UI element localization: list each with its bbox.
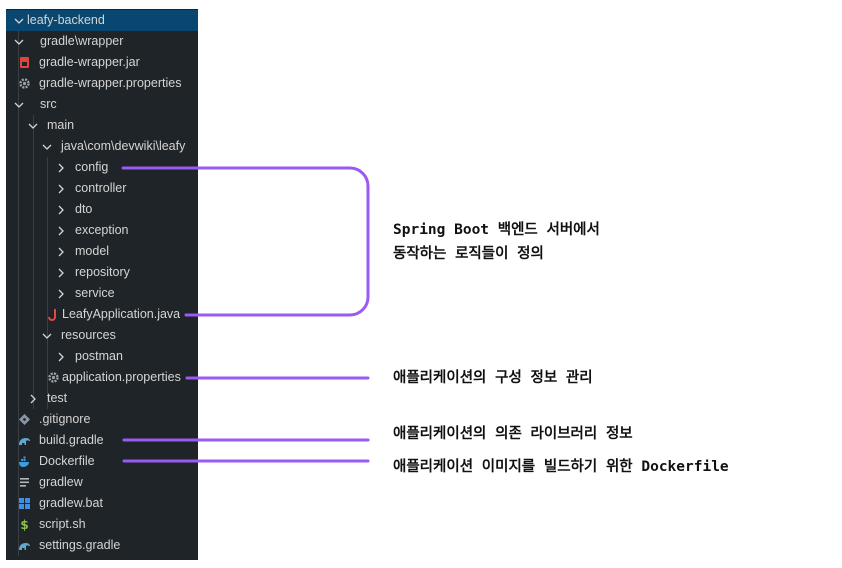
- folder-item-gradle-wrapper[interactable]: gradle\wrapper: [6, 31, 198, 52]
- windows-icon: [18, 497, 31, 510]
- chevron-right-icon[interactable]: [55, 283, 67, 304]
- java-file-icon: [47, 308, 60, 321]
- tree-item-label: test: [47, 391, 68, 405]
- tree-item-label: service: [75, 286, 115, 300]
- chevron-down-icon[interactable]: [13, 31, 25, 52]
- chevron-down-icon[interactable]: [13, 10, 25, 31]
- tree-item-label: gradlew.bat: [39, 496, 103, 510]
- tree-item-label: .gitignore: [39, 412, 91, 426]
- tree-item-label: model: [75, 244, 110, 258]
- folder-item-config[interactable]: config: [6, 157, 198, 178]
- chevron-down-icon[interactable]: [41, 136, 53, 157]
- chevron-down-icon[interactable]: [41, 325, 53, 346]
- file-item-leafyapplication-java[interactable]: LeafyApplication.java: [6, 304, 198, 325]
- file-item-settings-gradle[interactable]: settings.gradle: [6, 535, 198, 556]
- tree-item-label: settings.gradle: [39, 538, 121, 552]
- tree-item-label: java\com\devwiki\leafy: [61, 139, 186, 153]
- jar-file-icon: [18, 56, 31, 69]
- gear-icon: [47, 371, 60, 384]
- indent-guide: [47, 157, 48, 409]
- tree-item-label: build.gradle: [39, 433, 104, 447]
- folder-item-src[interactable]: src: [6, 94, 198, 115]
- tree-item-label: repository: [75, 265, 130, 279]
- indent-guide: [18, 31, 19, 556]
- tree-item-label: gradle-wrapper.properties: [39, 76, 182, 90]
- file-item-gradlew-bat[interactable]: gradlew.bat: [6, 493, 198, 514]
- explorer-root-folder[interactable]: leafy-backend: [6, 10, 198, 31]
- tree-item-label: resources: [61, 328, 116, 342]
- logic-annotation-line1: Spring Boot 백엔드 서버에서: [393, 222, 600, 238]
- tree-item-label: config: [75, 160, 109, 174]
- tree-item-label: gradle-wrapper.jar: [39, 55, 140, 69]
- tree-item-label: application.properties: [62, 370, 181, 384]
- file-item-gradlew[interactable]: gradlew: [6, 472, 198, 493]
- explorer-root-label: leafy-backend: [27, 13, 105, 27]
- docker-annotation: 애플리케이션 이미지를 빌드하기 위한 Dockerfile: [393, 459, 729, 475]
- chevron-right-icon[interactable]: [55, 199, 67, 220]
- tree-item-label: controller: [75, 181, 127, 195]
- chevron-right-icon[interactable]: [55, 241, 67, 262]
- folder-item-model[interactable]: model: [6, 241, 198, 262]
- tree-item-label: dto: [75, 202, 93, 216]
- file-item-gitignore[interactable]: .gitignore: [6, 409, 198, 430]
- folder-item-service[interactable]: service: [6, 283, 198, 304]
- gear-icon: [18, 77, 31, 90]
- folder-item-resources[interactable]: resources: [6, 325, 198, 346]
- chevron-right-icon[interactable]: [55, 262, 67, 283]
- tree-item-label: src: [40, 97, 57, 111]
- gradle-annotation: 애플리케이션의 의존 라이브러리 정보: [393, 426, 633, 442]
- dollar-icon: $: [18, 518, 31, 531]
- text-file-icon: [18, 476, 31, 489]
- file-item-application-properties[interactable]: application.properties: [6, 367, 198, 388]
- tree-item-label: main: [47, 118, 75, 132]
- logic-annotation: Spring Boot 백엔드 서버에서 동작하는 로직들이 정의: [393, 218, 600, 266]
- properties-annotation: 애플리케이션의 구성 정보 관리: [393, 370, 593, 386]
- tree-item-label: exception: [75, 223, 129, 237]
- logic-bracket-line: [121, 166, 370, 317]
- file-item-gradle-wrapper-properties[interactable]: gradle-wrapper.properties: [6, 73, 198, 94]
- folder-item-exception[interactable]: exception: [6, 220, 198, 241]
- tree-item-label: Dockerfile: [39, 454, 95, 468]
- tree-item-label: postman: [75, 349, 123, 363]
- logic-annotation-line2: 동작하는 로직들이 정의: [393, 246, 544, 262]
- tree-item-label: LeafyApplication.java: [62, 307, 181, 321]
- indent-guide: [33, 115, 34, 409]
- folder-item-controller[interactable]: controller: [6, 178, 198, 199]
- chevron-down-icon[interactable]: [27, 115, 39, 136]
- folder-item-dto[interactable]: dto: [6, 199, 198, 220]
- chevron-right-icon[interactable]: [55, 178, 67, 199]
- gradle-elephant-icon: [18, 539, 31, 552]
- folder-item-repository[interactable]: repository: [6, 262, 198, 283]
- folder-item-postman[interactable]: postman: [6, 346, 198, 367]
- docker-whale-icon: [18, 455, 31, 468]
- svg-text:$: $: [20, 518, 28, 531]
- gradle-elephant-icon: [18, 434, 31, 447]
- gitignore-icon: [18, 413, 31, 426]
- chevron-right-icon[interactable]: [55, 157, 67, 178]
- chevron-right-icon[interactable]: [55, 346, 67, 367]
- tree-item-label: gradlew: [39, 475, 83, 489]
- tree-item-label: gradle\wrapper: [40, 34, 124, 48]
- folder-item-java-com-devwiki-leafy[interactable]: java\com\devwiki\leafy: [6, 136, 198, 157]
- chevron-right-icon[interactable]: [27, 388, 39, 409]
- chevron-right-icon[interactable]: [55, 220, 67, 241]
- file-item-script-sh[interactable]: $ script.sh: [6, 514, 198, 535]
- file-item-gradle-wrapper-jar[interactable]: gradle-wrapper.jar: [6, 52, 198, 73]
- file-item-dockerfile[interactable]: Dockerfile: [6, 451, 198, 472]
- tree-item-label: script.sh: [39, 517, 86, 531]
- folder-item-main[interactable]: main: [6, 115, 198, 136]
- folder-item-test[interactable]: test: [6, 388, 198, 409]
- file-item-build-gradle[interactable]: build.gradle: [6, 430, 198, 451]
- file-explorer-panel: leafy-backend gradle\wrapper gradle-wrapp…: [6, 9, 198, 560]
- chevron-down-icon[interactable]: [13, 94, 25, 115]
